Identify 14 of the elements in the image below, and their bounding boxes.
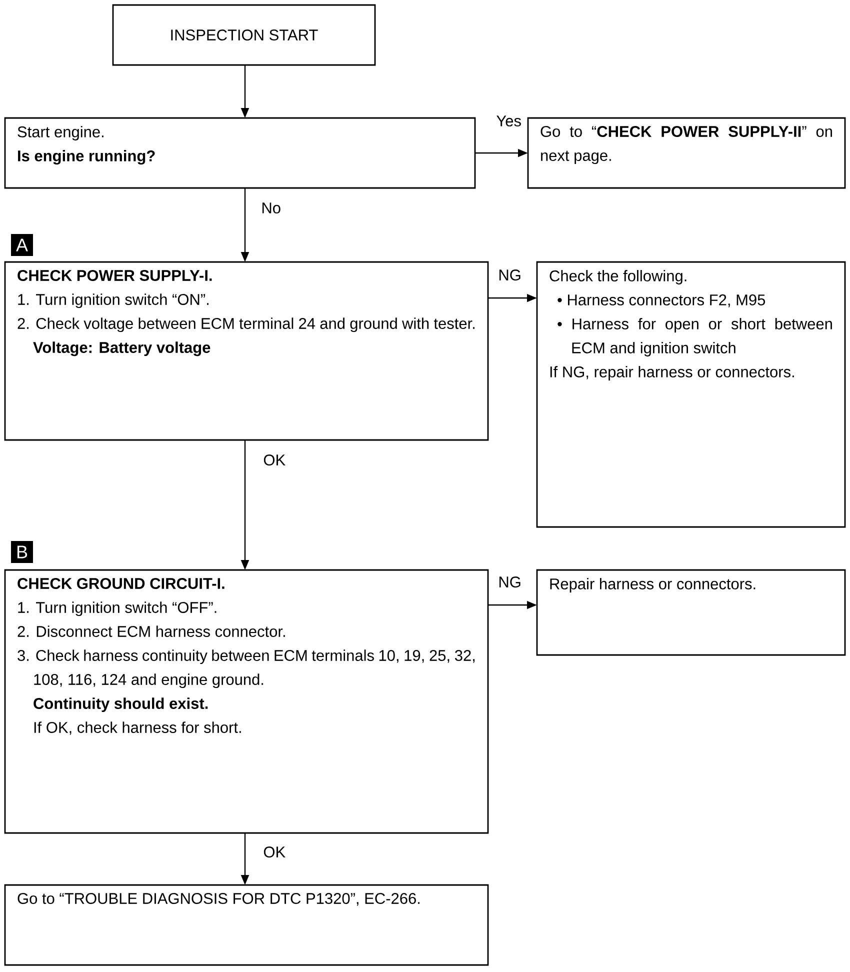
process-box: Go to “TROUBLE DIAGNOSIS FOR DTC P1320”, EC-266. <box>4 884 489 966</box>
edge-label: OK <box>262 846 287 858</box>
process-box: Check the following. • Harness connectors F2, M95 • Harness for open or short between ECM and ignition switch If NG, repair harness or connectors. <box>536 261 846 528</box>
edge-label: NG <box>497 268 522 282</box>
process-box: Go to “CHECK POWER SUPPLY-II” on next page. <box>527 117 846 189</box>
process-box: Repair harness or connectors. <box>536 569 846 656</box>
process-box: Start engine. Is engine running? <box>4 117 476 189</box>
process-box: CHECK POWER SUPPLY-I. 1. Turn ignition switch “ON”. 2. Check voltage between ECM terminal 24 and ground with tester. Voltage: Battery voltage <box>4 261 489 441</box>
process-box: INSPECTION START <box>112 4 376 66</box>
process-box: CHECK GROUND CIRCUIT-I. 1. Turn ignition switch “OFF”. 2. Disconnect ECM harness connector. 3. Check harness continuity between ECM terminals 10, 19, 25, 32, 108, 116, 124 and engine ground. Continuity should exist. If OK, check harness for short. <box>4 569 489 834</box>
edge-label: No <box>260 202 282 214</box>
edge-label: OK <box>262 454 287 466</box>
edge-label: NG <box>497 576 522 588</box>
edge-label: Yes <box>495 114 522 128</box>
